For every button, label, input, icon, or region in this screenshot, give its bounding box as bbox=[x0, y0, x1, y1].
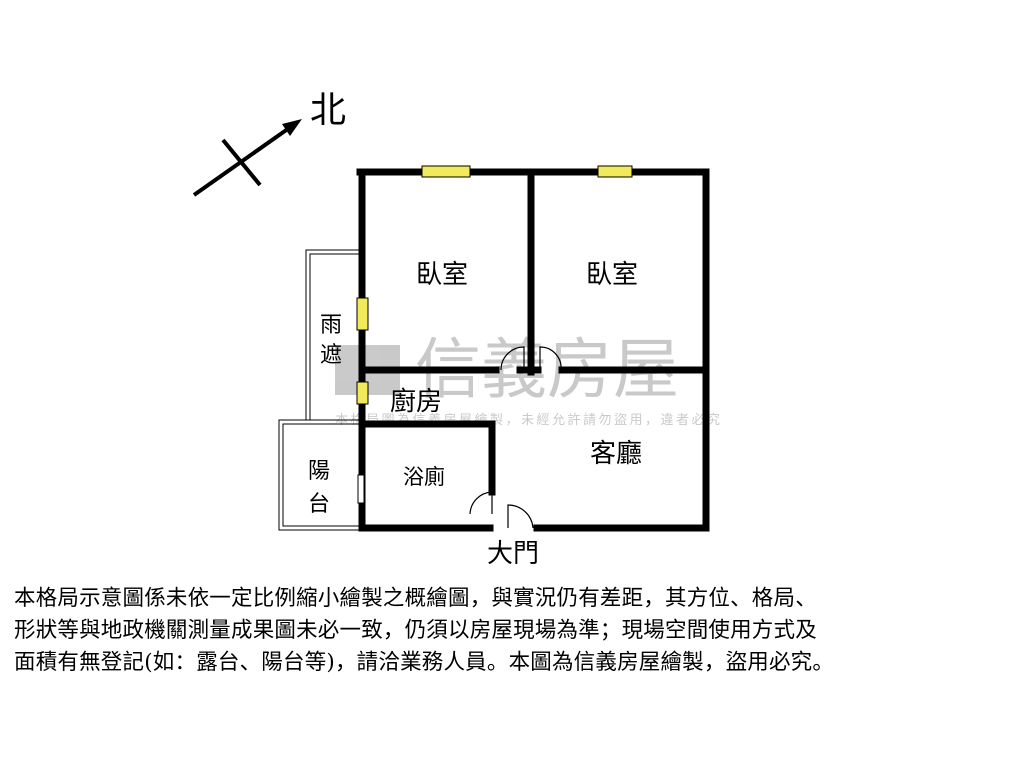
north-arrow-icon bbox=[192, 119, 302, 197]
room-label-bedroom-1: 臥室 bbox=[416, 260, 468, 290]
walls bbox=[356, 168, 710, 532]
room-label-canopy-2: 遮 bbox=[320, 343, 342, 368]
disclaimer: 本格局示意圖係未依一定比例縮小繪製之概繪圖，與實況仍有差距，其方位、格局、 形狀… bbox=[14, 583, 1014, 679]
disclaimer-line: 形狀等與地政機關測量成果圖未必一致，仍須以房屋現場為準；現場空間使用方式及 bbox=[14, 618, 817, 643]
main-door-label: 大門 bbox=[487, 539, 539, 569]
disclaimer-line: 面積有無登記(如：露台、陽台等)，請洽業務人員。本圖為信義房屋繪製，盜用必究。 bbox=[14, 650, 835, 675]
door-swings bbox=[469, 346, 562, 529]
windows bbox=[356, 165, 633, 504]
north-label: 北 bbox=[310, 90, 346, 131]
disclaimer-line: 本格局示意圖係未依一定比例縮小繪製之概繪圖，與實況仍有差距，其方位、格局、 bbox=[14, 586, 817, 611]
room-label-canopy-1: 雨 bbox=[320, 313, 342, 338]
room-label-bathroom: 浴廁 bbox=[403, 465, 445, 489]
room-label-living-room: 客廳 bbox=[590, 439, 642, 469]
room-label-balcony-2: 台 bbox=[308, 492, 330, 517]
room-label-balcony-1: 陽 bbox=[308, 459, 330, 484]
room-label-bedroom-2: 臥室 bbox=[586, 260, 638, 290]
room-labels: 臥室 臥室 廚房 客廳 浴廁 雨 遮 陽 台 大門 bbox=[308, 260, 642, 569]
room-label-kitchen: 廚房 bbox=[390, 387, 442, 417]
